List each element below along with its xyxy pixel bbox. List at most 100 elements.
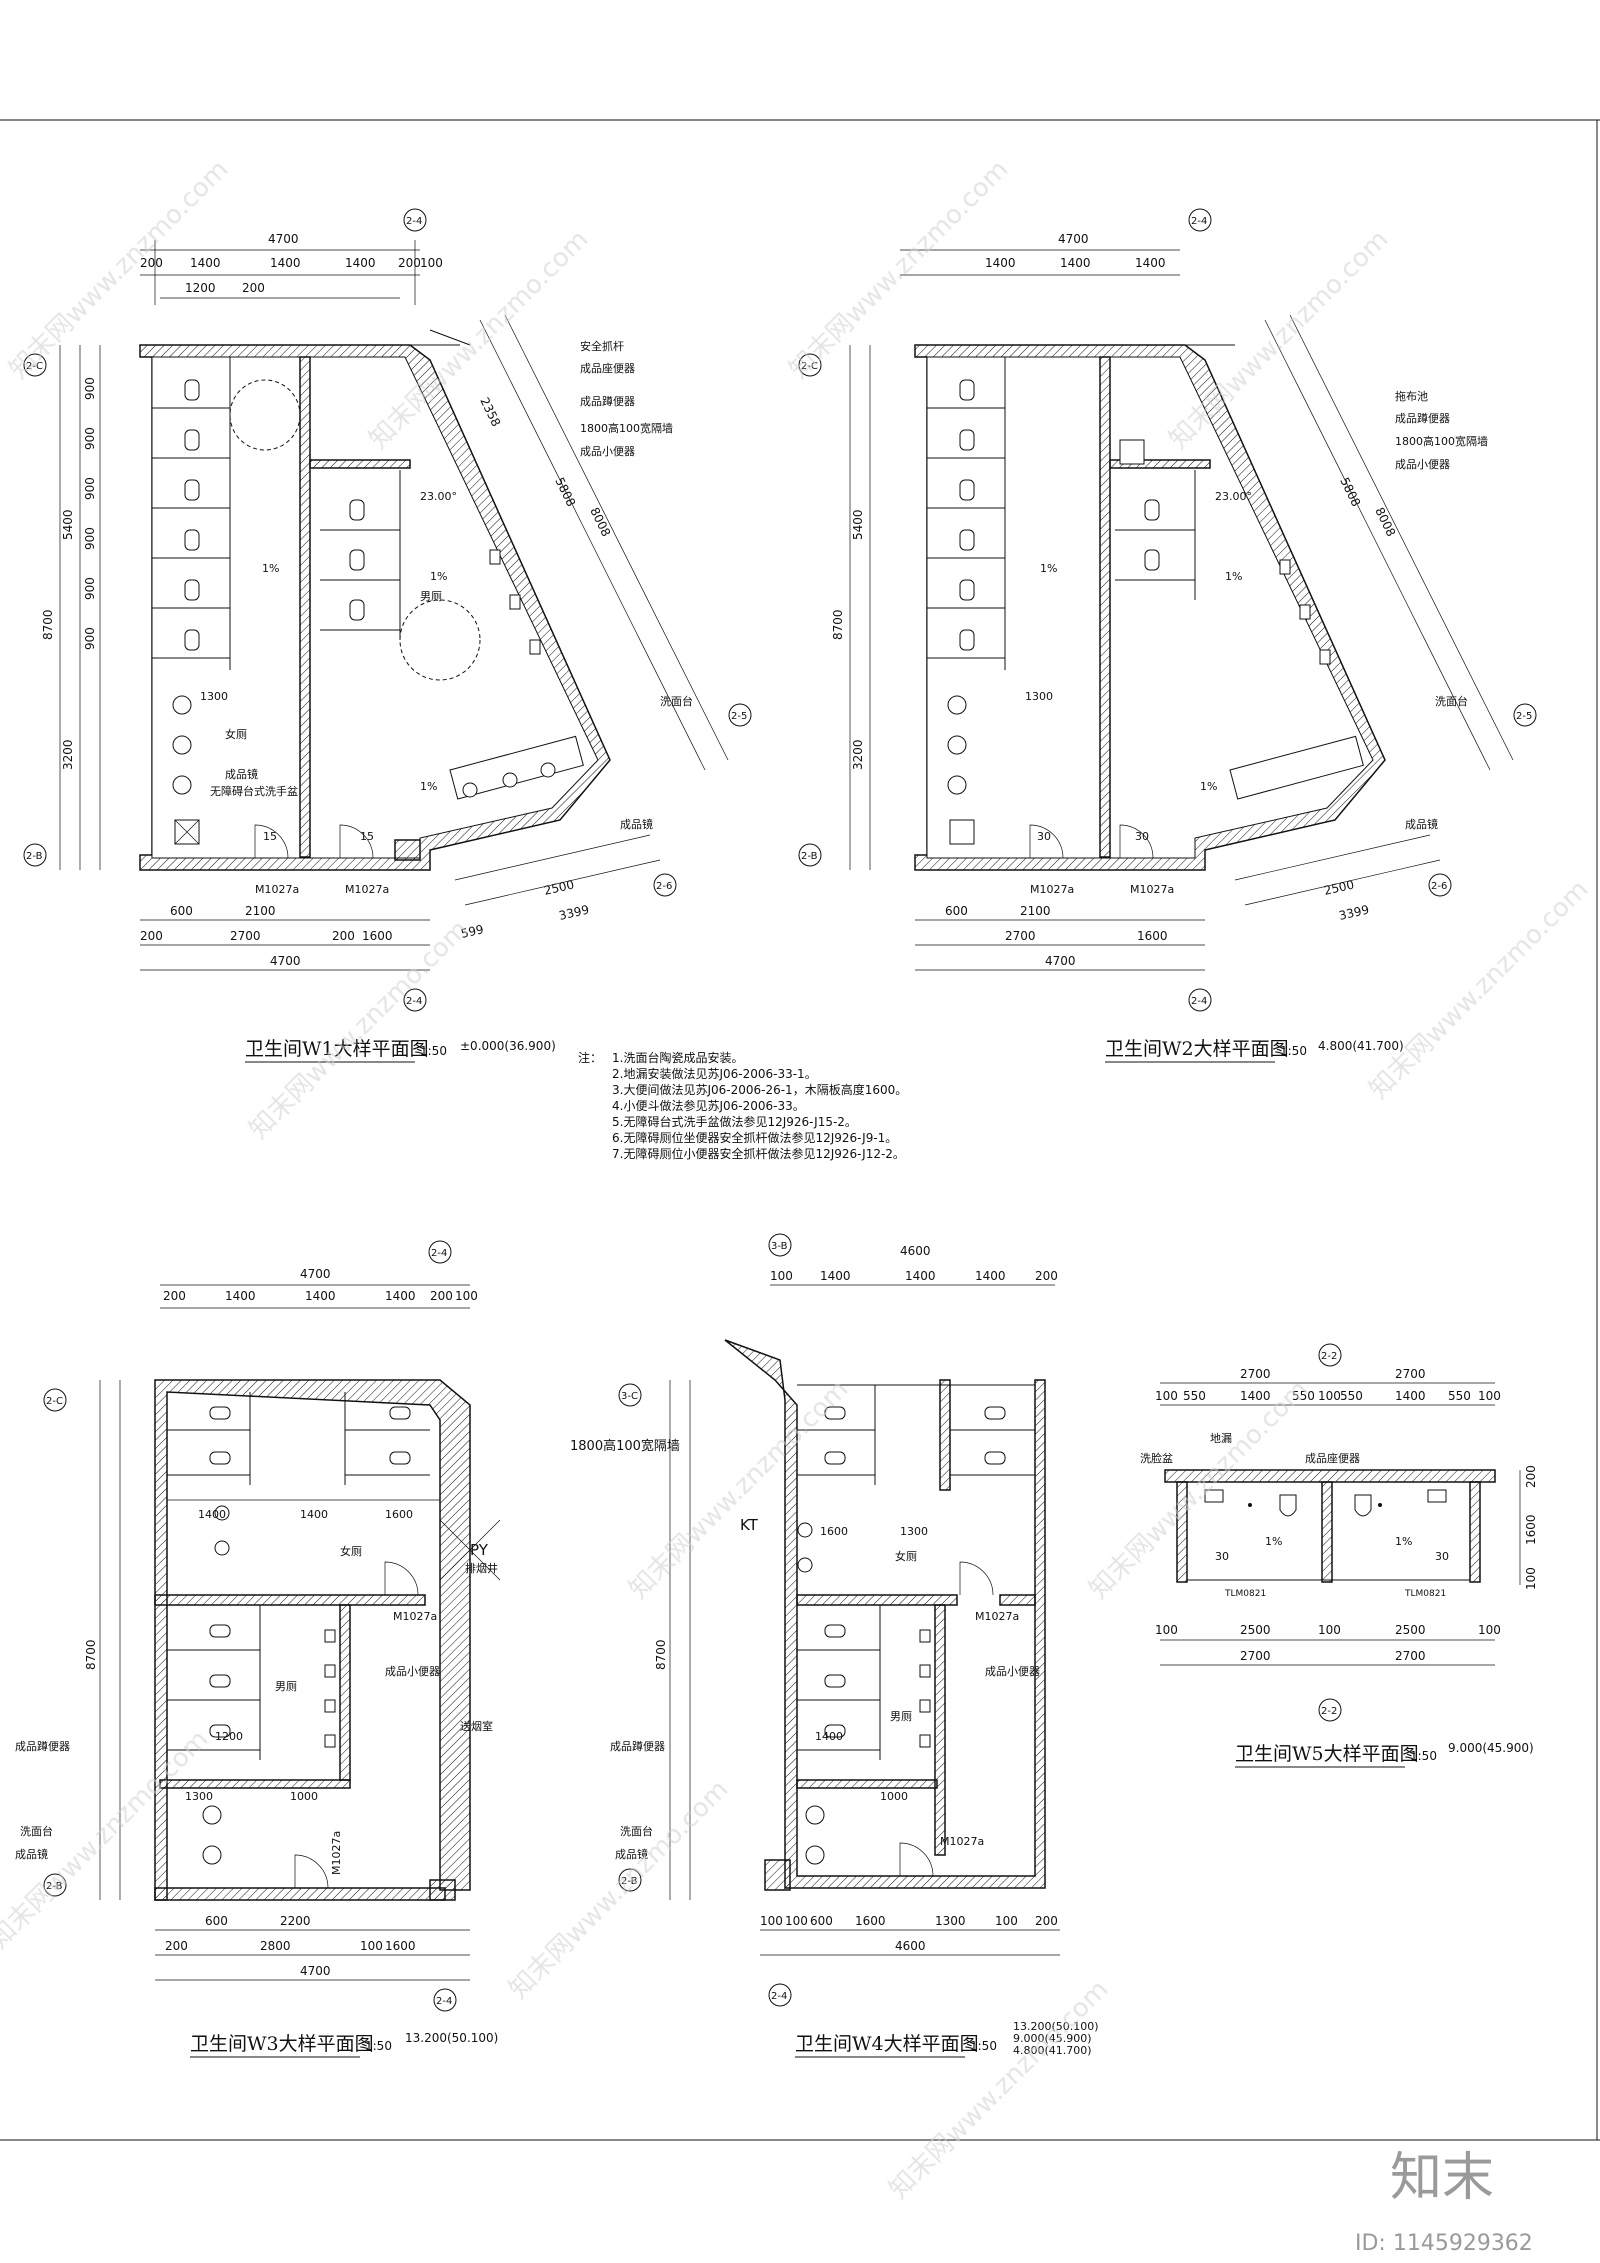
w2-dim: 1400	[1060, 256, 1091, 270]
w2-label: 成品蹲便器	[1395, 411, 1450, 425]
w5-dim: 100	[1155, 1389, 1178, 1403]
w3-label: 洗面台	[20, 1824, 53, 1838]
w3-dim: 100	[455, 1289, 478, 1303]
grid-bubble-label: 3-B	[771, 1241, 788, 1252]
grid-bubble-label: 2-C	[801, 361, 818, 372]
w3-dim: 8700	[84, 1639, 98, 1670]
w3-dim: 2200	[280, 1914, 311, 1928]
w3-dim: 1600	[385, 1508, 413, 1521]
note-item: 7.无障碍厕位小便器安全抓杆做法参见12J926-J12-2。	[612, 1146, 905, 1161]
w5-dim: 2500	[1395, 1623, 1426, 1637]
w3-dim: 1400	[305, 1289, 336, 1303]
w1-label: 成品小便器	[580, 445, 635, 458]
w2-dim: 1400	[985, 256, 1016, 270]
w4-dim: 100	[760, 1914, 783, 1928]
w3-dim: 600	[205, 1914, 228, 1928]
plan-w3: 4700 200 1400 1400 1400 200 100 2-4 2-C …	[15, 1240, 501, 2058]
w2-label: 23.00°	[1215, 490, 1252, 503]
w4-level: 13.200(50.100)	[1013, 2020, 1099, 2033]
w4-title: 卫生间W4大样平面图	[795, 2033, 979, 2055]
w4-label: 1800高100宽隔墙	[570, 1438, 680, 1454]
w4-label: 成品小便器	[985, 1665, 1040, 1678]
w5-dim: 1600	[1524, 1514, 1538, 1545]
w4-label: 洗面台	[620, 1824, 653, 1838]
w1-label: 无障碍台式洗手盆	[210, 784, 298, 798]
w3-label: 女厕	[340, 1544, 362, 1558]
note-item: 2.地漏安装做法见苏J06-2006-33-1。	[612, 1066, 817, 1081]
w3-dim: 1400	[198, 1508, 226, 1521]
plan-w4: 4600 100 1400 1400 1400 200 3-B 3-C 2-B …	[570, 1233, 1099, 2058]
w3-dim: 1400	[300, 1508, 328, 1521]
w2-label: 1%	[1200, 780, 1217, 793]
note-item: 4.小便斗做法参见苏J06-2006-33。	[612, 1098, 805, 1113]
w1-dim: 900	[83, 577, 97, 600]
grid-bubble-label: 2-B	[46, 1881, 63, 1892]
w1-label: 洗面台	[660, 694, 693, 708]
grid-bubble-label: 2-4	[1191, 996, 1207, 1007]
grid-bubble	[23, 843, 47, 867]
w4-dim: 1600	[820, 1525, 848, 1538]
grid-bubble-label: 3-C	[621, 1391, 638, 1402]
w1-male-stalls	[320, 470, 401, 640]
grid-bubble-label: 2-2	[1321, 1706, 1337, 1717]
w4-dim: 1300	[900, 1525, 928, 1538]
w2-label: M1027a	[1030, 883, 1074, 896]
w1-label: 安全抓杆	[580, 339, 624, 353]
w2-label: 30	[1135, 830, 1149, 843]
w3-dim: 1600	[385, 1939, 416, 1953]
w5-dim: 550	[1340, 1389, 1363, 1403]
w1-dim: 2700	[230, 929, 261, 943]
note-item: 6.无障碍厕位坐便器安全抓杆做法参见12J926-J9-1。	[612, 1130, 897, 1145]
w1-dim: 200	[398, 256, 421, 270]
w4-label: 成品镜	[615, 1847, 648, 1861]
w1-label: 1%	[420, 780, 437, 793]
w2-dim: 5400	[851, 509, 865, 540]
grid-bubble	[403, 208, 427, 232]
w4-dim: 1400	[815, 1730, 843, 1743]
w3-dim: 1000	[290, 1790, 318, 1803]
grid-bubble-label: 2-C	[46, 1396, 63, 1407]
grid-bubble-label: 2-2	[1321, 1351, 1337, 1362]
grid-bubble-label: 2-4	[406, 216, 422, 227]
w3-dim: 200	[430, 1289, 453, 1303]
w5-dim: 100	[1524, 1567, 1538, 1590]
w3-scale: 1:50	[365, 2039, 392, 2053]
w1-level: ±0.000(36.900)	[460, 1039, 556, 1053]
w5-label: 30	[1435, 1550, 1449, 1563]
w5-level: 9.000(45.900)	[1448, 1741, 1534, 1755]
w2-dim: 2100	[1020, 904, 1051, 918]
grid-bubble	[23, 353, 47, 377]
w1-dim: 900	[83, 427, 97, 450]
w5-dim: 2700	[1240, 1367, 1271, 1381]
w1-title: 卫生间W1大样平面图	[245, 1038, 429, 1060]
w3-label: 成品镜	[15, 1847, 48, 1861]
w3-dim: 1400	[385, 1289, 416, 1303]
w5-dim: 2700	[1240, 1649, 1271, 1663]
w4-dim: 100	[770, 1269, 793, 1283]
w4-dim: 8700	[654, 1639, 668, 1670]
w5-title: 卫生间W5大样平面图	[1235, 1743, 1419, 1765]
w3-label: M1027a	[393, 1610, 437, 1623]
grid-bubble-label: 2-5	[1516, 711, 1532, 722]
w3-label: 排烟井	[465, 1561, 498, 1575]
w1-label: 15	[360, 830, 374, 843]
w5-dim: 100	[1478, 1623, 1501, 1637]
w5-label: TLM0821	[1224, 1589, 1266, 1599]
w1-label: 1300	[200, 690, 228, 703]
grid-bubble-label: 2-6	[656, 881, 672, 892]
w3-level: 13.200(50.100)	[405, 2031, 498, 2045]
logo-text: 知末	[1390, 2148, 1494, 2208]
w1-label: 男厕	[420, 590, 442, 603]
grid-bubble-label: 2-6	[1431, 881, 1447, 892]
w1-label: 成品座便器	[580, 361, 635, 375]
w3-label: 成品蹲便器	[15, 1739, 70, 1753]
w1-dim-total-top: 4700	[268, 232, 299, 246]
note-item: 5.无障碍台式洗手盆做法参见12J926-J15-2。	[612, 1114, 857, 1129]
w1-label: M1027a	[255, 883, 299, 896]
w3-label: 送烟室	[460, 1719, 493, 1733]
w2-dim: 600	[945, 904, 968, 918]
w3-label: 成品小便器	[385, 1665, 440, 1678]
w3-title: 卫生间W3大样平面图	[190, 2033, 374, 2055]
grid-bubble-label: 2-4	[1191, 216, 1207, 227]
